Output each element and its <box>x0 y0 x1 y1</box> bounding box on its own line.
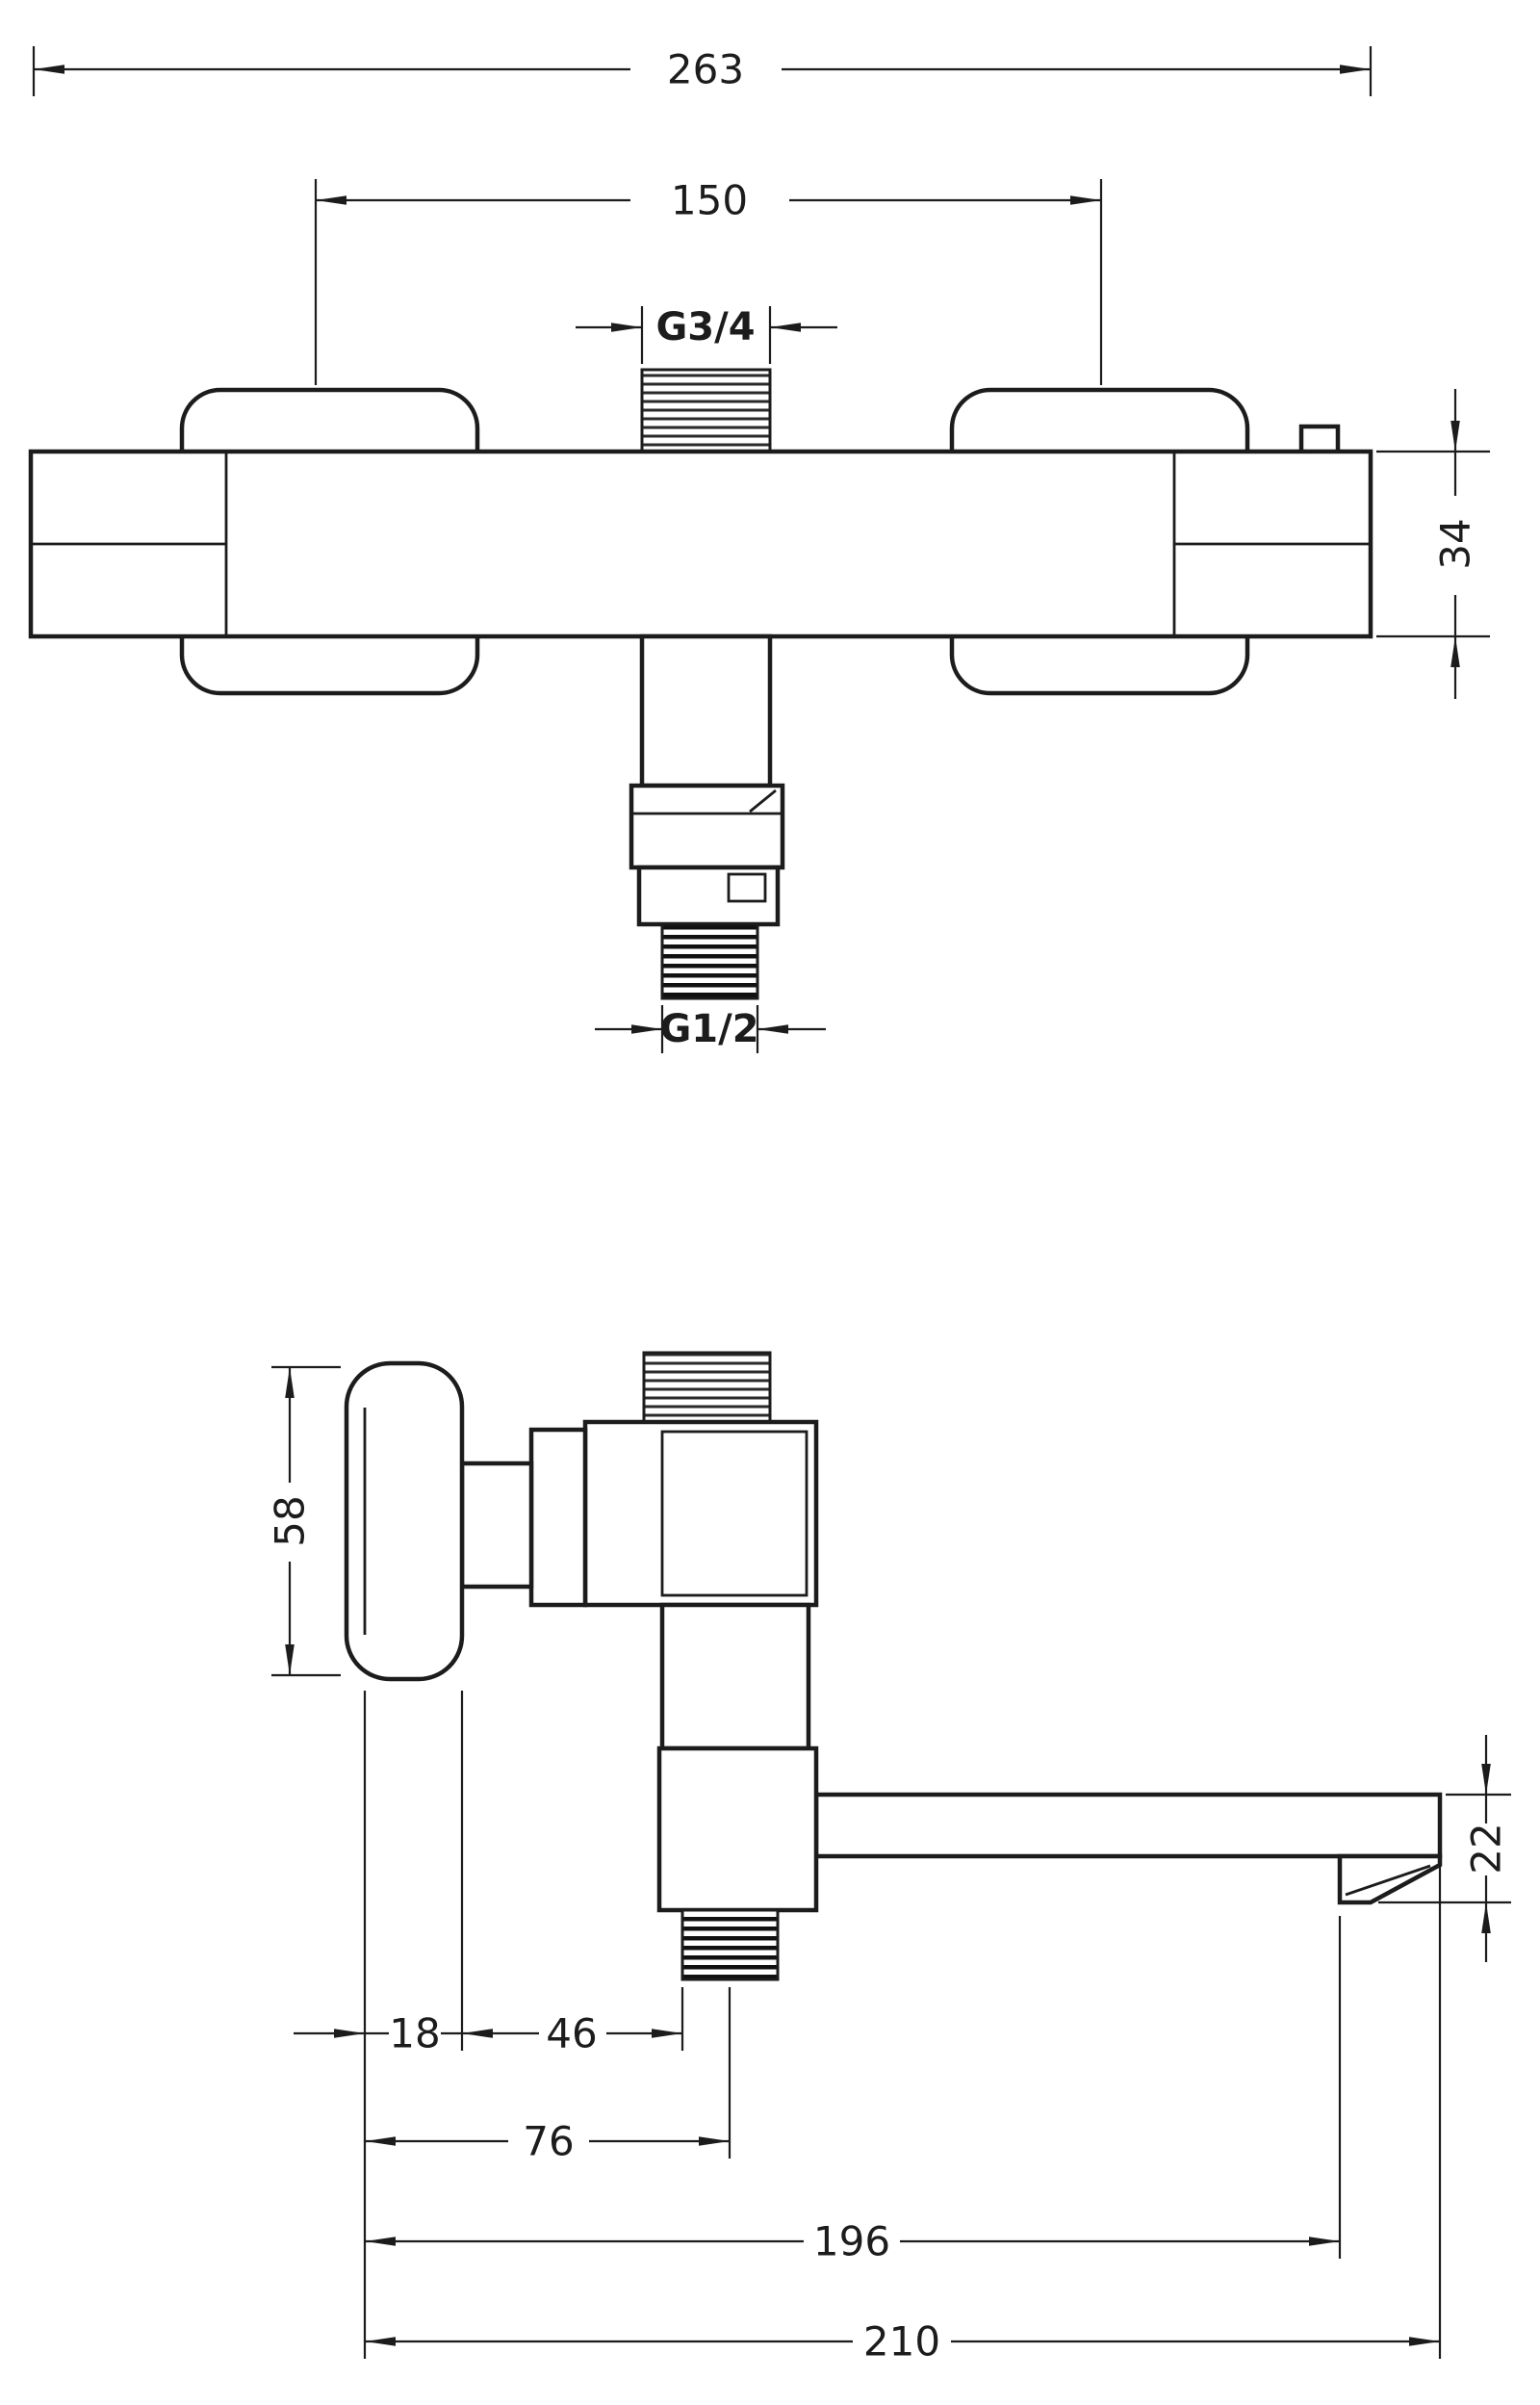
dim-label-wall-to-spout-outlet: 196 <box>813 2218 890 2265</box>
handshower-outlet-thread <box>680 1908 780 1981</box>
body-cube-inner <box>660 1430 808 1597</box>
dim-body-to-outlet: 46 <box>462 2010 682 2057</box>
mount-neck <box>459 1461 534 1590</box>
spout-body-block <box>656 1746 819 1913</box>
outlet-column <box>639 634 773 789</box>
inlet-thread <box>640 368 772 455</box>
escutcheon-profile <box>344 1360 465 1682</box>
dim-top-thread: G3/4 <box>576 305 837 364</box>
dim-overall-width: 263 <box>32 46 1373 96</box>
dim-label-wall-to-body: 18 <box>389 2010 440 2057</box>
shower-pipe-thread <box>642 1351 772 1424</box>
dim-escutcheon-height: 58 <box>267 1365 341 1677</box>
lower-column <box>659 1602 811 1751</box>
dim-label-escutcheon-height: 58 <box>267 1495 314 1546</box>
mixer-bar-body <box>28 449 1373 639</box>
dim-label-top-thread: G3/4 <box>655 305 755 349</box>
dim-label-spout-end-height: 22 <box>1463 1823 1510 1874</box>
dim-spout-end-height: 22 <box>1378 1735 1511 1962</box>
dim-body-height: 34 <box>1376 389 1490 699</box>
adapter-detail <box>727 872 767 903</box>
outlet-thread <box>660 922 759 1000</box>
dim-label-connection-spacing: 150 <box>671 177 748 224</box>
body-cube <box>582 1419 819 1608</box>
dim-wall-to-body: 18 <box>294 2010 462 2057</box>
mount-plate <box>528 1427 588 1608</box>
dim-connection-spacing: 150 <box>314 177 1103 385</box>
dim-label-body-height: 34 <box>1432 518 1479 569</box>
dim-label-overall-width: 263 <box>667 46 744 93</box>
dim-label-body-to-outlet: 46 <box>546 2010 597 2057</box>
outlet-nut <box>629 783 785 870</box>
dim-spout-reach: 210 <box>365 2318 1440 2366</box>
dim-label-wall-to-outlet: 76 <box>523 2118 574 2165</box>
side-view <box>344 1351 1443 1981</box>
dim-wall-to-spout-outlet: 196 <box>365 2218 1340 2265</box>
nut-chamfer <box>749 789 777 814</box>
dim-wall-to-outlet: 76 <box>365 2118 730 2165</box>
spout-arm <box>813 1792 1443 1859</box>
spout-tip-aerator <box>1345 1864 1431 1897</box>
dim-label-spout-reach: 210 <box>863 2318 940 2366</box>
front-view <box>28 368 1373 1000</box>
dim-extension-lines <box>363 1691 1442 2359</box>
dim-label-bottom-thread: G1/2 <box>659 1007 758 1051</box>
outlet-adapter <box>636 865 781 927</box>
dim-bottom-thread: G1/2 <box>595 1005 826 1053</box>
